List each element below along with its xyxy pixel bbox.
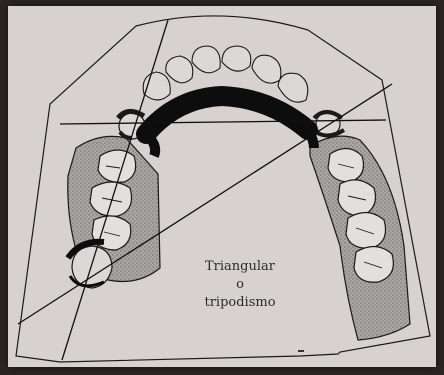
- bottom-mark: [298, 350, 304, 352]
- left-molar-2: [90, 182, 132, 216]
- left-molar-1: [98, 150, 136, 182]
- tooth-canine-right: [278, 73, 308, 102]
- right-molar-1: [328, 148, 364, 182]
- tooth-lateral-right: [252, 55, 281, 83]
- caption-line-3: tripodismo: [185, 294, 295, 312]
- dental-diagram: [8, 6, 436, 367]
- page-sheet: Triangular o tripodismo: [8, 6, 436, 367]
- right-molar-3: [346, 212, 386, 248]
- tooth-lateral-left: [166, 56, 193, 83]
- caption-line-2: o: [185, 276, 295, 294]
- figure-caption: Triangular o tripodismo: [185, 258, 295, 312]
- tooth-central-left: [192, 46, 220, 73]
- right-molar-4: [354, 246, 393, 282]
- major-connector: [146, 96, 308, 134]
- tooth-central-right: [222, 46, 251, 71]
- caption-line-1: Triangular: [185, 258, 295, 276]
